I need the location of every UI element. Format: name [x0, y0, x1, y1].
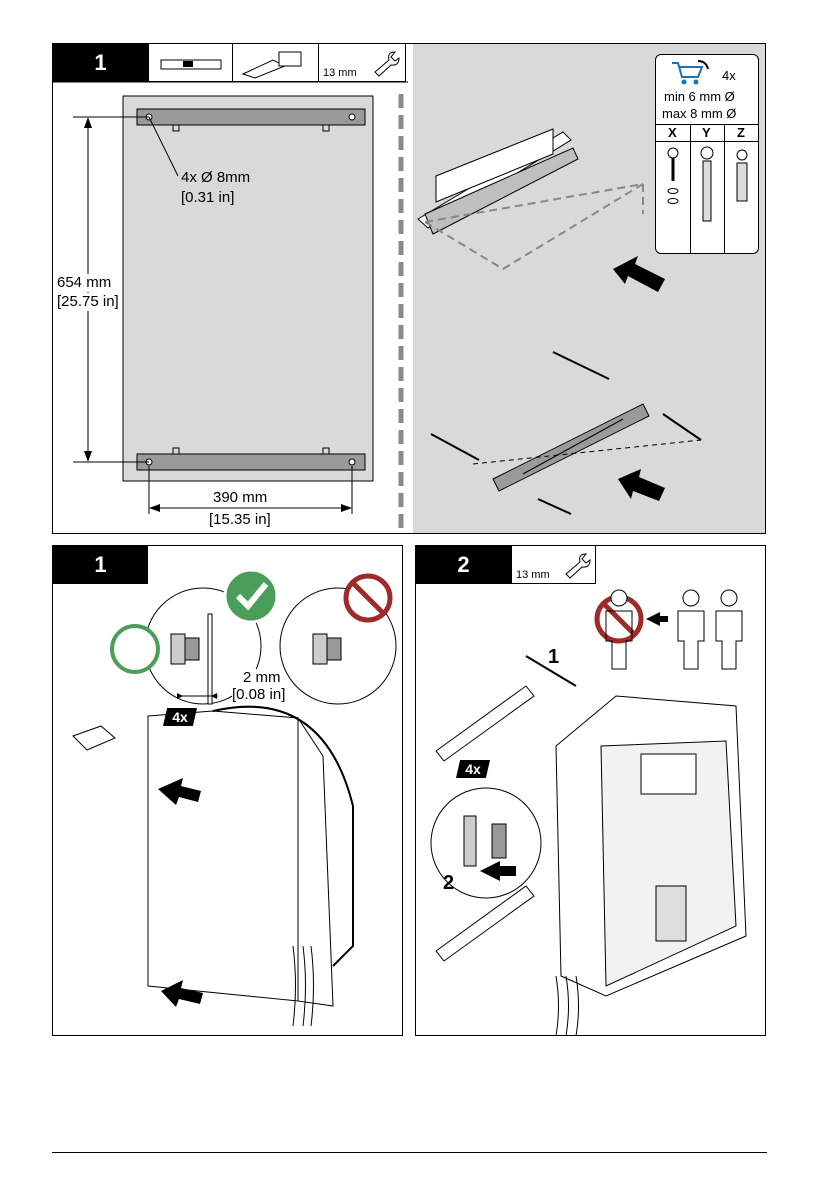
- hardware-min-diameter: min 6 mm Ø: [664, 88, 735, 106]
- level-icon: [149, 44, 233, 82]
- footer-rule: [52, 1152, 767, 1153]
- step-number-badge: 1: [53, 44, 148, 82]
- hardware-spec-box: 4x min 6 mm Ø max 8 mm Ø X Y Z: [655, 54, 759, 254]
- instrument-hang-drawing: [416, 546, 766, 1036]
- horizontal-dimension-in: [15.35 in]: [209, 511, 271, 529]
- gap-dimension-mm: 2 mm: [243, 669, 281, 687]
- hardware-quantity: 4x: [722, 67, 736, 85]
- screw-anchor-icons: [656, 143, 759, 253]
- count-badge: 4x: [456, 760, 490, 778]
- sub-step-2: 2: [443, 874, 454, 892]
- panel-hang-instrument: 2 13 mm 1 2 4x: [415, 545, 766, 1036]
- panel-wall-mount-dimensions: 1 13 mm 4x Ø 8mm [0.31 in] 654 mm [25.75…: [52, 43, 766, 534]
- wrench-size-label: 13 mm: [323, 64, 357, 82]
- wrench-tool-cell: 13 mm: [318, 44, 406, 82]
- horizontal-dimension-mm: 390 mm: [213, 489, 267, 507]
- count-label: 4x: [172, 709, 188, 725]
- wrench-icon: [371, 48, 401, 78]
- drill-tool-cell: [232, 44, 318, 82]
- hardware-col-z: Z: [737, 124, 745, 142]
- shopping-cart-icon: [670, 59, 710, 87]
- hole-spec-count: 4x Ø 8mm: [181, 169, 250, 187]
- vertical-dimension-in: [25.75 in]: [57, 293, 119, 311]
- hardware-col-y: Y: [702, 124, 711, 142]
- hole-spec-inches: [0.31 in]: [181, 189, 234, 207]
- level-tool-cell: [148, 44, 232, 82]
- hardware-col-x: X: [668, 124, 677, 142]
- count-badge: 4x: [163, 708, 197, 726]
- instrument-mount-drawing: [53, 546, 403, 1036]
- sub-step-1: 1: [548, 648, 559, 666]
- vertical-dimension-mm: 654 mm: [57, 274, 111, 292]
- hardware-max-diameter: max 8 mm Ø: [662, 105, 736, 123]
- panel-attach-instrument: 1 2 mm [0.08 in] 4x: [52, 545, 403, 1036]
- gap-dimension-in: [0.08 in]: [232, 686, 285, 704]
- drill-icon: [233, 44, 319, 82]
- count-label: 4x: [465, 761, 481, 777]
